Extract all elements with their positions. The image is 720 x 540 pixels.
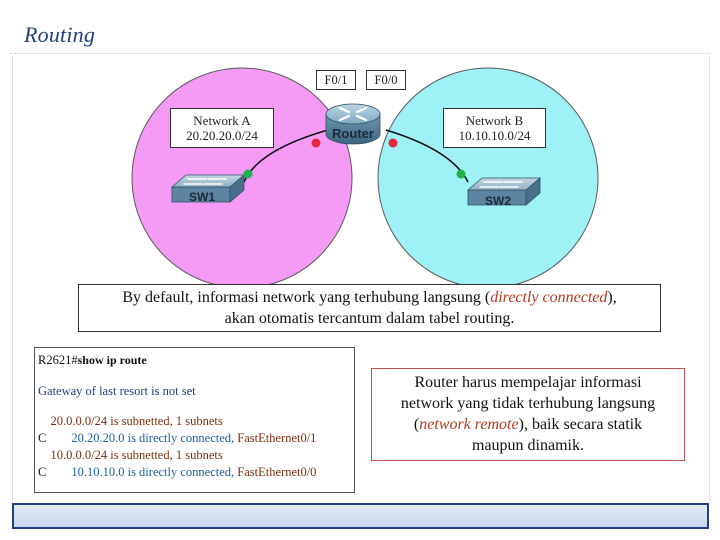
cli-subnet-line-1: 20.0.0.0/24 is subnetted, 1 subnets bbox=[50, 414, 223, 428]
network-diagram: Router SW1 SW2 bbox=[131, 67, 599, 289]
default-routing-note: By default, informasi network yang terhu… bbox=[78, 284, 661, 332]
router-port-dot-f01 bbox=[311, 138, 321, 148]
cli-route-line-2: C 10.10.10.0 is directly connected, Fast… bbox=[38, 465, 317, 479]
cli-prompt: R2621# bbox=[38, 353, 78, 367]
default-note-line2: akan otomatis tercantum dalam tabel rout… bbox=[224, 310, 515, 327]
footer-bar bbox=[12, 503, 709, 529]
slide-title: Routing bbox=[24, 22, 96, 47]
network-b-name: Network B bbox=[465, 113, 524, 128]
router-port-dot-f00 bbox=[388, 138, 398, 148]
cli-command: show ip route bbox=[77, 353, 147, 367]
router-icon bbox=[325, 103, 381, 145]
title-divider bbox=[10, 53, 710, 54]
network-a-address: 20.20.20.0/24 bbox=[186, 128, 258, 143]
network-a-label: Network A 20.20.20.0/24 bbox=[170, 108, 274, 148]
port-label-f00: F0/0 bbox=[366, 70, 406, 90]
remote-network-note: Router harus mempelajar informasi networ… bbox=[371, 368, 685, 461]
sw1-port-dot bbox=[243, 169, 253, 179]
remote-note-line4: maupun dinamik. bbox=[472, 437, 584, 454]
cli-output: R2621#show ip route Gateway of last reso… bbox=[34, 347, 355, 493]
sw2-port-dot bbox=[456, 169, 466, 179]
switch-icon-sw2 bbox=[466, 177, 542, 206]
directly-connected-term: directly connected bbox=[490, 289, 608, 306]
switch-label-sw1: SW1 bbox=[189, 190, 215, 204]
frame-right-border bbox=[709, 56, 710, 500]
network-a-name: Network A bbox=[193, 113, 251, 128]
switch-label-sw2: SW2 bbox=[485, 194, 511, 208]
network-b-address: 10.10.10.0/24 bbox=[458, 128, 531, 143]
network-remote-term: network remote bbox=[419, 416, 519, 433]
remote-note-line3: (network remote), baik secara statik bbox=[413, 416, 643, 433]
remote-note-line2: network yang tidak terhubung langsung bbox=[400, 395, 656, 412]
network-b-label: Network B 10.10.10.0/24 bbox=[443, 108, 546, 148]
cli-command-line: R2621#show ip route bbox=[38, 352, 351, 369]
router-label: Router bbox=[332, 126, 374, 141]
default-note-line1: By default, informasi network yang terhu… bbox=[122, 289, 617, 306]
cli-route-line-1: C 20.20.20.0 is directly connected, Fast… bbox=[38, 431, 317, 445]
frame-left-border bbox=[12, 56, 13, 500]
remote-note-line1: Router harus mempelajar informasi bbox=[414, 374, 642, 391]
switch-icon-sw1 bbox=[170, 174, 246, 203]
cli-gateway-line: Gateway of last resort is not set bbox=[38, 384, 196, 398]
cli-subnet-line-2: 10.0.0.0/24 is subnetted, 1 subnets bbox=[50, 448, 223, 462]
port-label-f01: F0/1 bbox=[316, 70, 356, 90]
